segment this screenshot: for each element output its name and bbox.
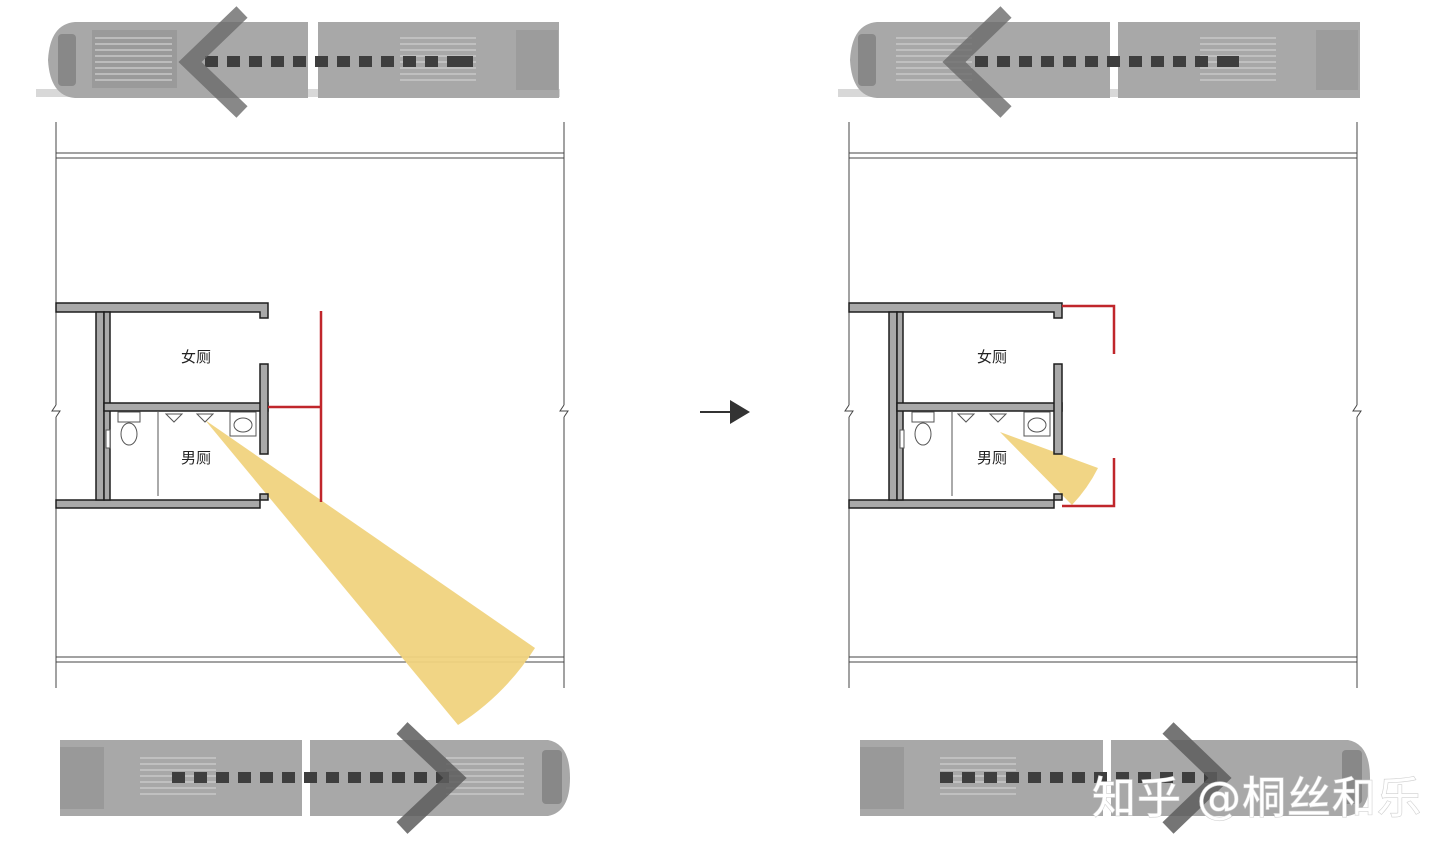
bottom-train-right: [60, 722, 570, 834]
panel-before: 女厕 男厕: [36, 6, 570, 834]
women-room-label: 女厕: [977, 348, 1007, 366]
women-room-label: 女厕: [181, 348, 211, 366]
men-fixtures: [899, 411, 1051, 496]
men-fixtures: [105, 411, 257, 496]
toilet-walls: [848, 302, 1063, 509]
sightline-cone: [205, 420, 535, 725]
panel-after: 女厕 男厕: [838, 6, 1370, 834]
watermark: 知乎 @桐丝和乐: [1092, 773, 1422, 824]
top-train-left: [36, 6, 560, 118]
right-arrow-icon: [700, 400, 750, 424]
top-train-left: [838, 6, 1360, 118]
toilet-walls: [55, 302, 269, 509]
privacy-screen-t: [268, 311, 323, 502]
men-room-label: 男厕: [977, 449, 1007, 467]
privacy-screen-brackets: [1062, 304, 1116, 508]
men-room-label: 男厕: [181, 449, 211, 467]
platform-outline: [844, 122, 1362, 688]
bottom-train-right: [860, 722, 1370, 834]
sightline-cone: [1000, 432, 1098, 505]
